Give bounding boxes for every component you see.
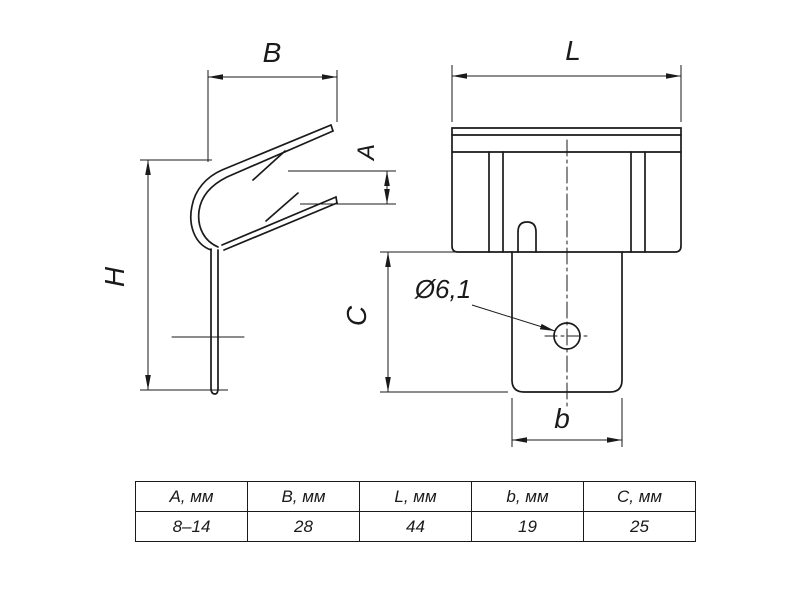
right-slot xyxy=(630,151,646,253)
table-value-row: 8–14 28 44 19 25 xyxy=(135,511,696,542)
clip-hook-inner xyxy=(197,130,334,248)
clip-leg xyxy=(210,248,219,395)
header-cell-A: A, мм xyxy=(135,481,248,512)
side-view xyxy=(171,124,338,395)
dim-B-extensions xyxy=(207,70,338,162)
clip-hook-outer xyxy=(190,124,332,251)
body-outline xyxy=(451,127,682,253)
header-cell-B: B, мм xyxy=(247,481,360,512)
dim-L-extensions xyxy=(451,65,682,122)
dimension-table: A, мм B, мм L, мм b, мм C, мм 8–14 28 44… xyxy=(135,481,696,542)
dim-B-label: B xyxy=(263,37,282,68)
dim-H-label: H xyxy=(99,266,130,287)
dim-b-label: b xyxy=(554,403,570,434)
table-header-row: A, мм B, мм L, мм b, мм C, мм xyxy=(135,481,696,512)
header-cell-L: L, мм xyxy=(359,481,472,512)
upper-prong-tip xyxy=(330,124,334,132)
value-cell-L: 44 xyxy=(359,511,472,542)
header-cell-b: b, мм xyxy=(471,481,584,512)
value-cell-A: 8–14 xyxy=(135,511,248,542)
value-cell-B: 28 xyxy=(247,511,360,542)
upper-barb xyxy=(252,150,286,181)
dim-C-label: C xyxy=(341,305,372,326)
front-view xyxy=(451,127,682,407)
dim-A-label: A xyxy=(353,144,380,162)
lower-prong-inner xyxy=(223,202,338,251)
keyhole-notch xyxy=(517,221,537,253)
left-slot xyxy=(488,151,504,253)
dim-L-label: L xyxy=(565,35,581,66)
dim-C-extensions xyxy=(380,251,512,393)
value-cell-C: 25 xyxy=(583,511,696,542)
lower-barb xyxy=(265,192,299,222)
lower-prong-tip xyxy=(335,196,338,204)
dim-H-extensions xyxy=(140,159,228,391)
value-cell-b: 19 xyxy=(471,511,584,542)
dimension-labels: B L A H C b Ø6,1 xyxy=(99,35,581,434)
dim-A-extensions xyxy=(288,170,396,205)
lower-prong-outer xyxy=(221,196,337,246)
hole-leader-line xyxy=(471,304,556,332)
header-cell-C: C, мм xyxy=(583,481,696,512)
hole-diameter-callout: Ø6,1 xyxy=(414,274,471,304)
dimension-lines xyxy=(140,65,682,447)
